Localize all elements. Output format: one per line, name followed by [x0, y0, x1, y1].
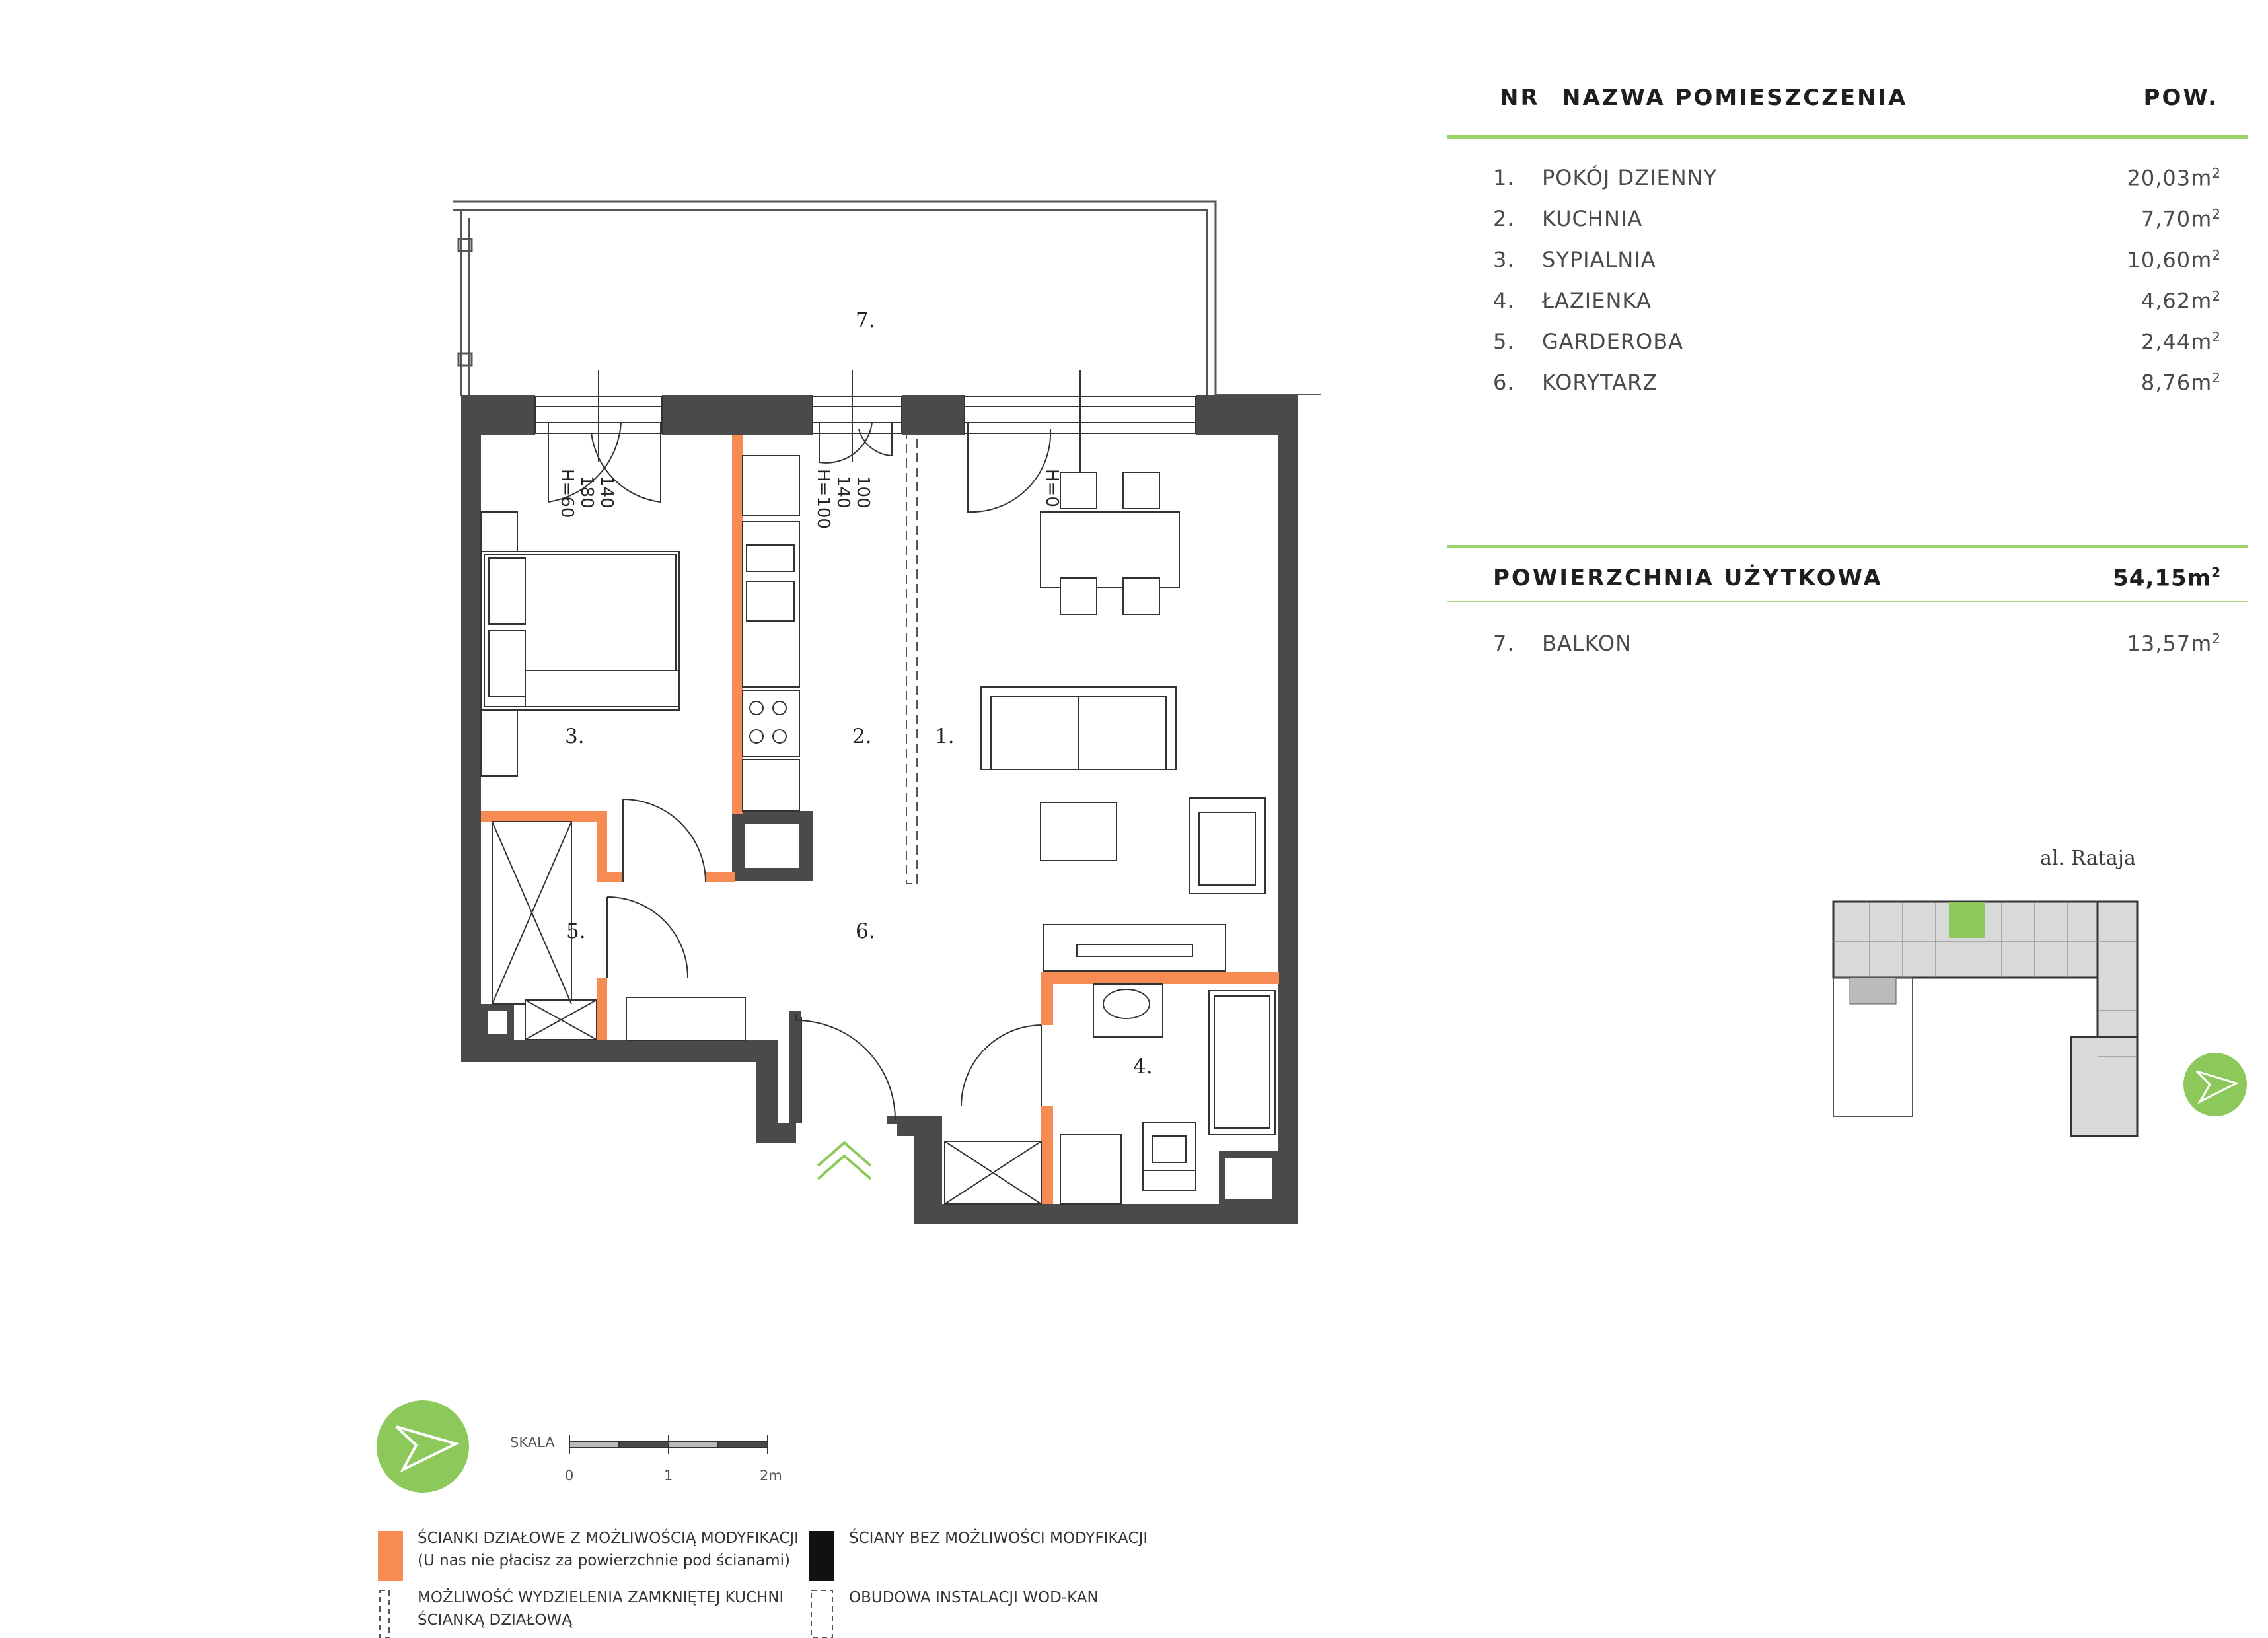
room-label-wardrobe: 5. [566, 919, 586, 943]
scale-tick-1: 1 [664, 1468, 673, 1483]
furniture [480, 455, 1276, 1205]
row-nr: 2. [1493, 206, 1515, 231]
table-row: 2. KUCHNIA 7,70m2 [1447, 206, 2248, 239]
row-area: 4,62m2 [2140, 288, 2221, 314]
room-label-living: 1. [935, 725, 955, 748]
table-row: 5. GARDEROBA 2,44m2 [1447, 329, 2248, 362]
doors [606, 799, 1042, 1123]
window-dim-w1-h: H=60 [557, 469, 577, 518]
total-divider [1447, 545, 2248, 548]
table-row: 6. KORYTARZ 8,76m2 [1447, 370, 2248, 403]
wardrobe-crosses [492, 821, 1042, 1205]
legend-swatch-plumbing [811, 1590, 833, 1638]
scale-tick-0: 0 [565, 1468, 574, 1483]
row-name: BALKON [1542, 631, 1632, 656]
window-dim-w1-a: 140 [597, 476, 616, 509]
row-area: 2,44m2 [2140, 329, 2221, 355]
row-name: KORYTARZ [1542, 370, 1658, 395]
window-dim-w1-b: 180 [577, 476, 597, 509]
scale-label: SKALA [510, 1435, 555, 1450]
total-label: POWIERZCHNIA UŻYTKOWA [1493, 565, 1883, 591]
room-label-bedroom: 3. [565, 725, 585, 748]
scale-bar [569, 1435, 768, 1454]
row-name: ŁAZIENKA [1542, 288, 1652, 313]
kitchen-dashed-wall [906, 434, 918, 884]
entrance-arrow [817, 1141, 872, 1180]
room-label-balcony: 7. [856, 308, 875, 332]
row-area: 20,03m2 [2127, 165, 2221, 191]
window-dimensions: 140 180 H=60 100 140 H=100 240 240 H=0 [557, 469, 1099, 529]
table-row-balcony: 7. BALKON 13,57m2 [1447, 631, 2248, 664]
scale-tick-2: 2m [760, 1468, 782, 1483]
legend-kitchen-line1: MOŻLIWOŚĆ WYDZIELENIA ZAMKNIĘTEJ KUCHNI [418, 1589, 784, 1606]
col-name: NAZWA POMIESZCZENIA [1562, 85, 1908, 111]
table-row: 1. POKÓJ DZIENNY 20,03m2 [1447, 165, 2248, 198]
legend-kitchen: MOŻLIWOŚĆ WYDZIELENIA ZAMKNIĘTEJ KUCHNI … [418, 1586, 784, 1631]
row-area: 10,60m2 [2127, 247, 2221, 273]
window-dim-w2-b: 140 [833, 476, 853, 509]
legend-partition-line2: (U nas nie płacisz za powierzchnie pod ś… [418, 1552, 790, 1569]
window-dim-w2-h: H=100 [813, 469, 833, 529]
legend-structural: ŚCIANY BEZ MOŻLIWOŚCI MODYFIKACJI [849, 1530, 1148, 1547]
compass-icon-small [2183, 1053, 2247, 1116]
row-name: SYPIALNIA [1542, 247, 1656, 272]
legend-kitchen-line2: ŚCIANKĄ DZIAŁOWĄ [418, 1612, 572, 1629]
window-dim-w2-a: 100 [853, 476, 873, 509]
structural-walls [461, 395, 1298, 1224]
street-label: al. Rataja [2040, 847, 2136, 870]
row-nr: 6. [1493, 370, 1515, 395]
table-row: 4. ŁAZIENKA 4,62m2 [1447, 288, 2248, 321]
row-nr: 4. [1493, 288, 1515, 313]
row-nr: 1. [1493, 165, 1515, 190]
legend-partition: ŚCIANKI DZIAŁOWE Z MOŻLIWOŚCIĄ MODYFIKAC… [418, 1527, 799, 1572]
legend-partition-line1: ŚCIANKI DZIAŁOWE Z MOŻLIWOŚCIĄ MODYFIKAC… [418, 1530, 799, 1547]
table-header: NR NAZWA POMIESZCZENIA POW. [1447, 85, 2246, 118]
room-label-kitchen: 2. [852, 725, 872, 748]
row-name: KUCHNIA [1542, 206, 1643, 231]
partition-walls [481, 435, 1279, 1204]
header-divider [1447, 135, 2248, 139]
legend-plumbing: OBUDOWA INSTALACJI WOD-KAN [849, 1589, 1099, 1606]
col-nr: NR [1500, 85, 1540, 111]
row-name: POKÓJ DZIENNY [1542, 165, 1718, 190]
room-label-bathroom: 4. [1133, 1055, 1153, 1079]
legend-swatch-partition [378, 1531, 403, 1581]
legend-swatch-kitchen [379, 1590, 390, 1638]
row-nr: 3. [1493, 247, 1515, 272]
room-label-corridor: 6. [856, 919, 875, 943]
compass-icon [377, 1400, 469, 1493]
table-row: 3. SYPIALNIA 10,60m2 [1447, 247, 2248, 280]
total-row: POWIERZCHNIA UŻYTKOWA 54,15m2 [1447, 565, 2248, 598]
row-area: 7,70m2 [2140, 206, 2221, 232]
key-plan [1832, 900, 2139, 1137]
windows [534, 370, 1196, 513]
total-area: 54,15m2 [2113, 565, 2221, 592]
col-area: POW. [2143, 85, 2218, 111]
total-underline [1447, 601, 2248, 602]
window-dim-w3-h: H=0 [1042, 469, 1062, 507]
row-name: GARDEROBA [1542, 329, 1684, 354]
balcony-railing [453, 200, 1321, 396]
row-nr: 5. [1493, 329, 1515, 354]
legend-swatch-structural [809, 1531, 834, 1581]
row-area: 8,76m2 [2140, 370, 2221, 396]
row-nr: 7. [1493, 631, 1515, 656]
row-area: 13,57m2 [2127, 631, 2221, 657]
